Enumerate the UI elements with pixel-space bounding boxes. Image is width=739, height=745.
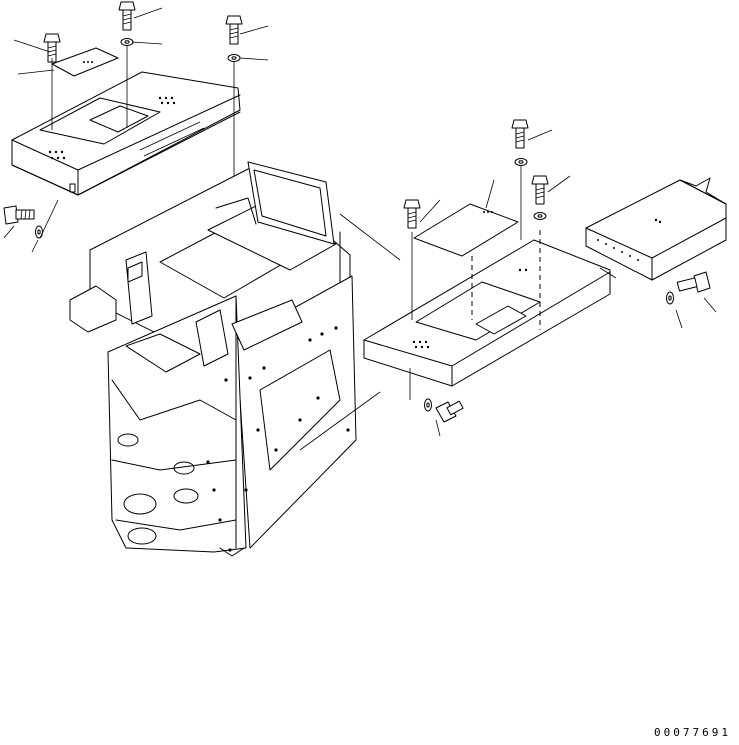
drawing-number: 00077691 — [654, 726, 731, 739]
washer-3 — [35, 225, 43, 239]
frame-holes — [206, 326, 350, 552]
right-box-cover — [585, 177, 727, 281]
left-floor-cover — [11, 71, 241, 196]
bolt-6 — [531, 175, 549, 205]
bolt-3 — [225, 15, 243, 45]
washer-6 — [424, 398, 432, 412]
washer-1 — [120, 38, 134, 46]
left-cover-holes — [48, 96, 176, 160]
bolt-7 — [403, 199, 421, 229]
washer-5 — [533, 212, 547, 220]
bolt-8-horizontal — [435, 400, 464, 423]
washer-7 — [666, 291, 674, 305]
leader-lines-left — [3, 7, 269, 260]
left-cover-plate — [51, 47, 119, 77]
washer-2 — [227, 54, 241, 62]
bolt-4-horizontal — [3, 205, 35, 225]
washer-4 — [514, 158, 528, 166]
open-hatch — [215, 161, 335, 245]
right-cover-holes — [412, 268, 528, 349]
bolt-1 — [43, 33, 61, 63]
bracket-center — [125, 299, 303, 373]
right-floor-cover — [363, 239, 611, 387]
bolt-9-horizontal — [676, 271, 711, 293]
leader-lines-right — [299, 129, 717, 451]
dashed-guide — [471, 230, 541, 330]
bolt-2 — [118, 1, 136, 31]
bolt-5 — [511, 119, 529, 149]
right-cover-plate — [413, 203, 519, 257]
bracket-left — [69, 251, 153, 333]
